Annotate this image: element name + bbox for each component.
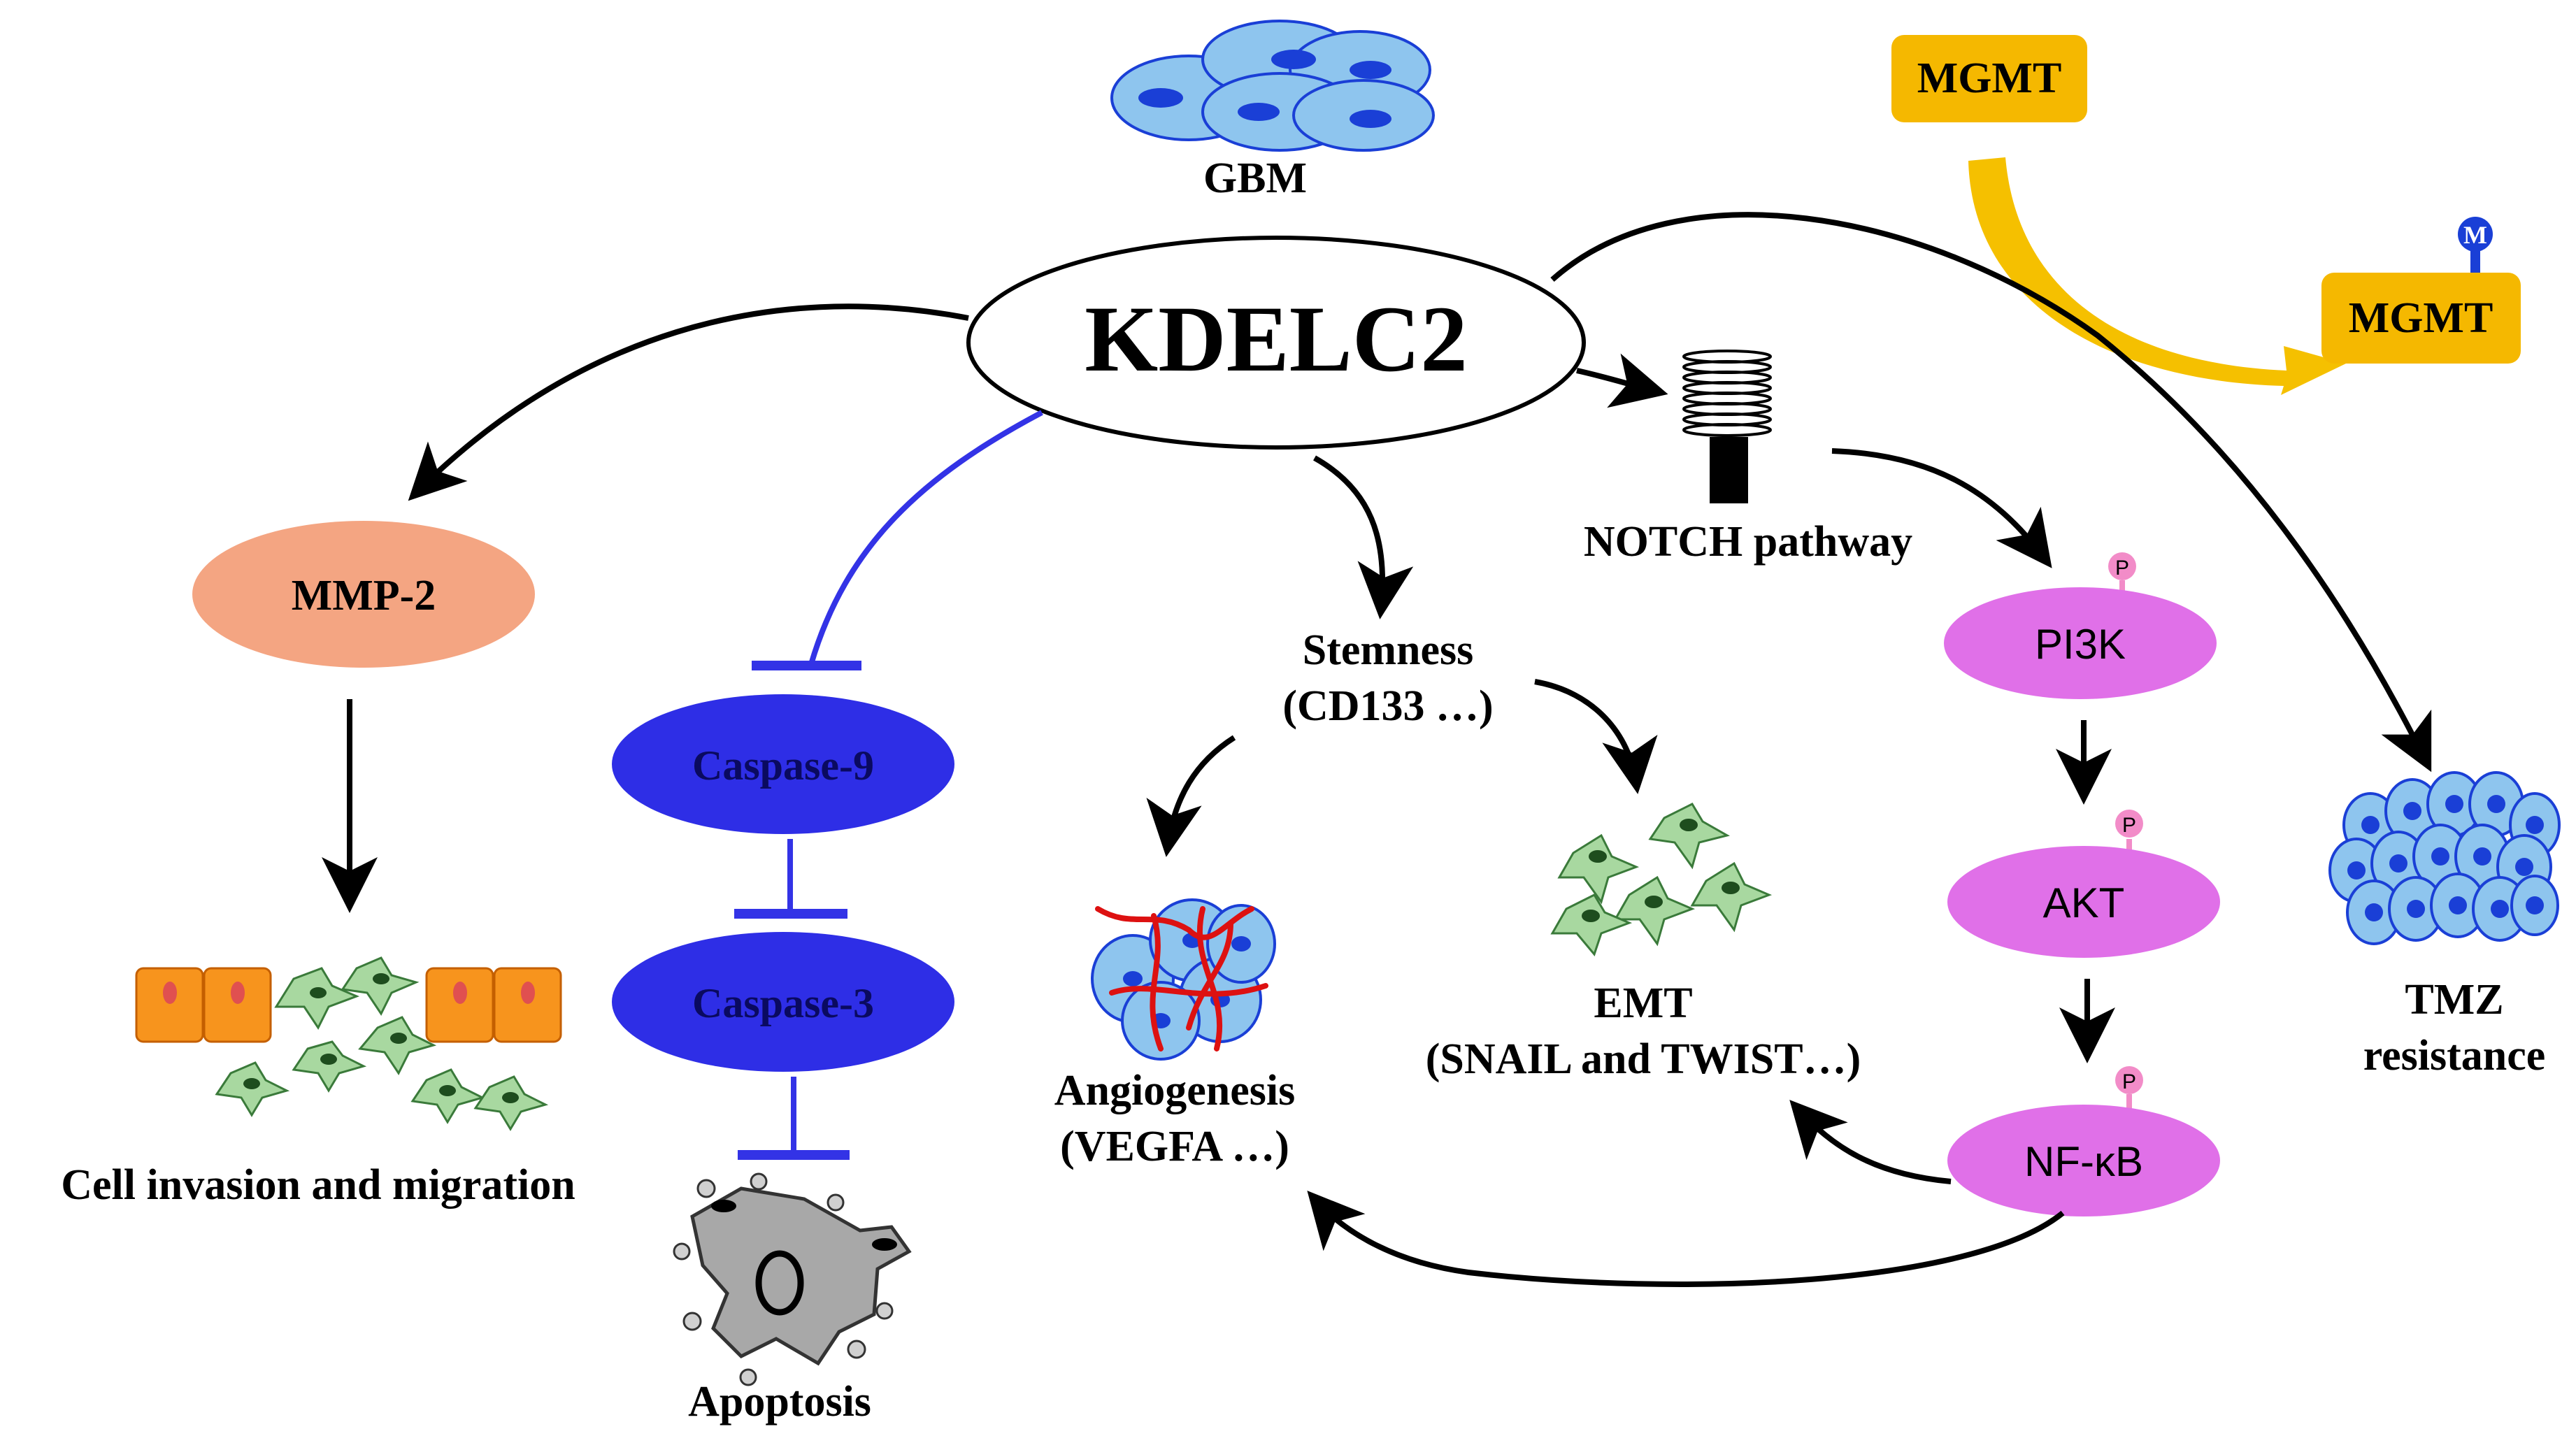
mmp2-label: MMP-2 — [292, 572, 436, 619]
nfkb-node — [1947, 1105, 2220, 1216]
mgmt-methylation-arrow — [1968, 157, 2346, 395]
nfkb-label: NF-κB — [2024, 1138, 2143, 1185]
arrow-notch-to-pi3k — [1831, 448, 2052, 568]
mgmt-label-unmethylated: MGMT — [1917, 55, 2062, 102]
pi3k-phospho-icon: P — [2108, 552, 2136, 605]
svg-text:P: P — [2115, 557, 2129, 580]
arrow-stemness-to-emt — [1534, 679, 1658, 794]
angiogenesis-markers-label: (VEGFA …) — [1060, 1123, 1289, 1170]
apoptotic-cell-icon — [673, 1172, 912, 1386]
mmp2-node — [192, 521, 535, 668]
akt-node — [1947, 846, 2220, 958]
gbm-label: GBM — [1203, 155, 1307, 202]
akt-label: AKT — [2043, 880, 2125, 926]
caspase9-label: Caspase-9 — [692, 742, 874, 789]
inhibit-kdelc2-to-caspase9 — [808, 410, 1043, 666]
emt-label: EMT — [1594, 979, 1692, 1027]
mgmt-node-methylated — [2321, 273, 2521, 364]
stemness-label: Stemness — [1303, 626, 1474, 674]
pi3k-label: PI3K — [2035, 621, 2126, 668]
caspase3-label: Caspase-3 — [692, 980, 874, 1026]
caspase3-node — [612, 932, 954, 1072]
arrow-kdelc2-to-notch — [1576, 353, 1668, 408]
invasion-label: Cell invasion and migration — [61, 1161, 575, 1209]
kdelc2-label: KDELC2 — [1085, 287, 1468, 392]
arrow-stemness-to-angiogenesis — [1146, 735, 1236, 857]
mgmt-label-methylated: MGMT — [2349, 294, 2493, 342]
arrow-nfkb-to-angiogenesis — [1307, 1191, 2065, 1287]
notch-receptor-icon — [1682, 350, 1772, 503]
pi3k-node — [1944, 587, 2217, 699]
arrow-kdelc2-to-mmp2 — [408, 303, 969, 501]
emt-markers-label: (SNAIL and TWIST…) — [1426, 1035, 1861, 1083]
notch-label: NOTCH pathway — [1584, 518, 1912, 566]
arrow-kdelc2-to-tmz — [1550, 212, 2432, 773]
svg-text:P: P — [2122, 814, 2136, 837]
methyl-group-icon — [2458, 217, 2493, 252]
stemness-markers-label: (CD133 …) — [1282, 682, 1493, 730]
tmz-resistance-label: resistance — [2363, 1032, 2546, 1079]
methyl-label: M — [2463, 221, 2487, 249]
svg-text:P: P — [2122, 1070, 2136, 1093]
emt-cells-icon — [1550, 803, 1773, 957]
cell-invasion-icon — [135, 956, 562, 1131]
caspase9-node — [612, 694, 954, 834]
tmz-cell-nuclei-icon — [2347, 795, 2544, 921]
angiogenesis-label: Angiogenesis — [1054, 1067, 1295, 1114]
arrow-nfkb-to-emt — [1789, 1100, 1952, 1184]
kdelc2-node — [966, 236, 1586, 450]
mgmt-node-unmethylated — [1891, 35, 2087, 122]
angiogenesis-tumor-icon — [1091, 898, 1276, 1061]
apoptosis-label: Apoptosis — [688, 1378, 871, 1426]
arrow-kdelc2-to-stemness — [1313, 455, 1414, 619]
gbm-cell-cluster-icon — [1110, 20, 1435, 152]
tmz-label: TMZ — [2405, 976, 2503, 1024]
